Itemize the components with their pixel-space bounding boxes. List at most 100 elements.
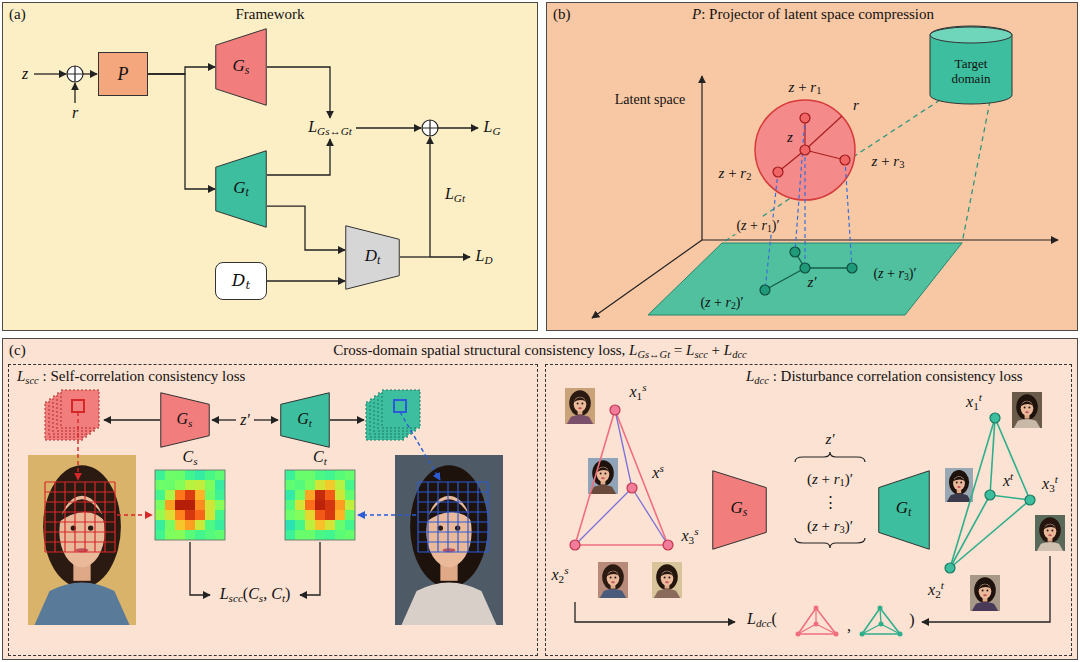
sum-symbol [67,66,83,82]
input-arrow [83,73,97,74]
figure-rect [185,520,195,530]
projected-link [765,268,805,290]
figure-rect [155,490,165,500]
figure-circle [604,472,606,474]
figure-rect [175,530,185,540]
math-label: x2t [926,579,946,601]
figure-circle [796,632,801,637]
output-arrow [330,419,364,420]
figure-ellipse [953,476,965,490]
node-label: Dt [232,270,250,292]
figure-ellipse [43,465,121,587]
math-label: (z + r3)′ [805,518,855,537]
correlation-heatmap [285,470,355,540]
math-glyph: t [324,455,327,467]
math-label: z [20,65,30,83]
figure-rect [305,490,315,500]
flow-arrow [148,74,215,189]
figure-circle [1028,406,1030,408]
figure-rect [305,510,315,520]
figure-rect [195,500,205,510]
figure-rect [305,530,315,540]
figure-rect [335,510,345,520]
figure-circle [879,622,884,627]
math-glyph: z [705,295,710,310]
portrait-photo [565,388,595,424]
input-arrow [34,73,66,74]
projected-point [800,263,810,273]
math-glyph: s [564,564,568,576]
node-label: Dt [365,246,381,268]
figure-rect [185,470,195,480]
math-label: xs [650,462,665,482]
math-glyph: Gt [454,192,465,204]
math-label: (z + r1)′ [734,218,781,235]
math-glyph: G [896,498,908,517]
figure-rect [1035,515,1065,551]
trapezoid-shape [160,392,209,447]
figure-path [401,583,496,626]
figure-rect [175,470,185,480]
math-glyph: t [1055,473,1058,485]
sample-point [1025,495,1035,505]
panel-tag: (b) [553,6,571,23]
latent-point [800,145,810,155]
figure-circle [67,66,83,82]
figure-rect [345,480,355,490]
axis [702,239,1058,240]
noise-arrow [74,83,75,103]
offset-line [805,150,845,160]
math-glyph: 3 [904,271,909,282]
math-glyph: s [743,506,748,520]
math-glyph: L [629,342,637,358]
math-label: ) [907,611,916,629]
math-glyph: P [692,6,701,22]
math-glyph: r [834,471,840,487]
projected-point [760,285,770,295]
figure-path [978,584,992,589]
sample-point [990,413,1000,423]
projection-line [845,160,852,268]
figure-rect [195,520,205,530]
figure-rect [285,470,295,480]
latent-point [840,155,850,165]
math-glyph: 2 [559,573,565,585]
math-glyph: x [1042,475,1049,492]
loss-arrow [190,542,210,595]
figure-circle [577,402,579,404]
scc-box: Lscc : Self-correlation consistency loss… [8,364,538,656]
figure-circle [960,482,962,484]
figure-rect [315,510,325,520]
correlation-link [117,514,152,515]
figure-ellipse [1044,524,1057,539]
math-label: Latent space [613,92,687,108]
math-glyph: z′ [825,431,834,447]
math-glyph: s [694,525,698,537]
math-label: Ldcc( [745,610,779,630]
math-glyph: t [245,278,250,292]
similarity-edge [950,495,990,568]
math-label: x3s [679,525,700,547]
figure-rect [195,490,205,500]
figure-path [590,485,616,494]
math-glyph: C [248,585,259,602]
figure-line [114,482,115,552]
node-label: Gs [233,56,250,78]
feature-link [77,412,78,480]
figure-rect [215,470,225,480]
dataset-box: Dt [215,262,267,300]
projected-point [847,263,857,273]
figure-ellipse [611,581,615,583]
figure-path [654,589,680,598]
figure-ellipse [607,571,620,586]
math-glyph: s [193,455,197,467]
math-glyph: z′ [807,274,816,290]
figure-circle [956,482,958,484]
feature-highlight [72,400,84,412]
figure-circle [88,525,93,530]
math-glyph: L [686,342,694,358]
graph-icon [860,606,903,637]
figure-rect [215,530,225,540]
math-label: z′ [238,411,252,429]
